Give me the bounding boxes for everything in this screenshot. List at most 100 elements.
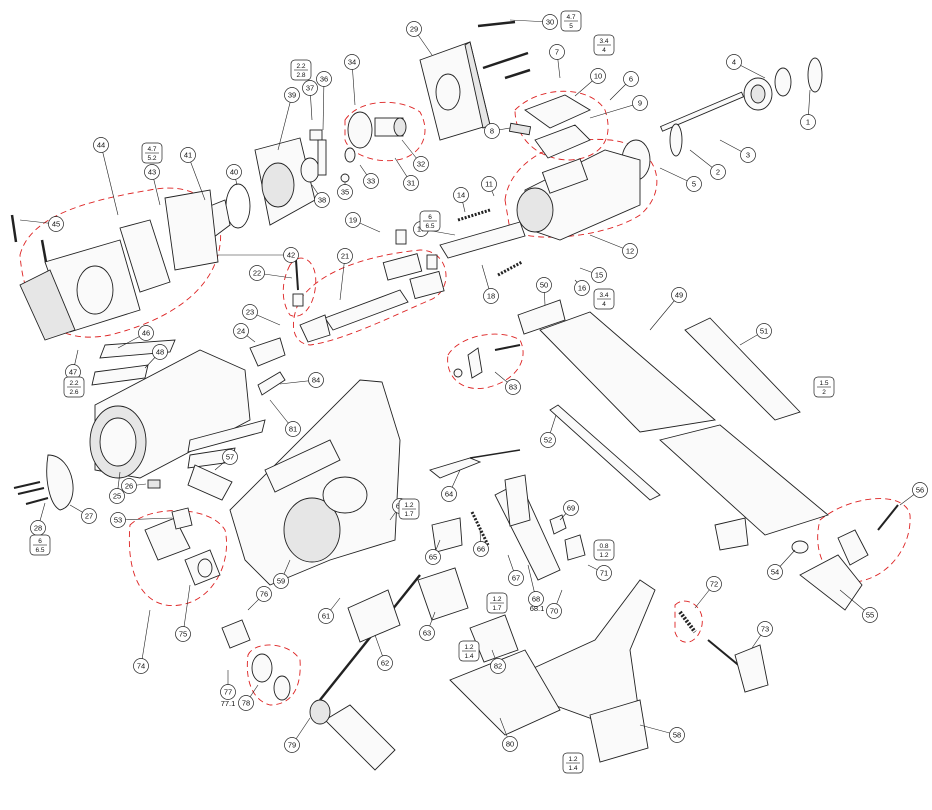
callout-circle xyxy=(726,54,742,70)
part-pin-45b xyxy=(40,239,48,263)
callout-number: 49 xyxy=(675,291,683,300)
callout-leader xyxy=(182,584,191,635)
callout-circle xyxy=(403,175,419,191)
parts xyxy=(10,20,899,771)
callout-number: 56 xyxy=(916,486,924,495)
torque-top: 1.2 xyxy=(492,596,501,603)
part-piston-assembly xyxy=(621,57,823,181)
callout-circle xyxy=(344,54,360,70)
callout-circle xyxy=(574,280,590,296)
group-cylinder-cap xyxy=(514,90,609,161)
callout-circle xyxy=(740,147,756,163)
callout-leader xyxy=(187,154,206,201)
torque-bottom: 2 xyxy=(822,389,826,396)
callout-69: 69 xyxy=(559,500,579,521)
callout-circle xyxy=(591,267,607,283)
callout-number: 14 xyxy=(457,191,465,200)
part-lever-84 xyxy=(257,371,286,396)
callout-circle xyxy=(413,156,429,172)
callout-number: 12 xyxy=(626,247,634,256)
callout-circle xyxy=(249,265,265,281)
callout-21: 21 xyxy=(337,248,353,301)
callout-37: 37 xyxy=(302,80,318,121)
callout-number: 24 xyxy=(237,327,245,336)
callout-circle xyxy=(81,508,97,524)
part-bushing-54 xyxy=(791,540,809,554)
callout-number: 63 xyxy=(423,629,431,638)
part-cylinder-body xyxy=(508,94,641,241)
callout-number: 74 xyxy=(137,662,145,671)
callout-number: 50 xyxy=(540,281,548,290)
part-gasket-48 xyxy=(91,364,149,386)
torque-top: 4.7 xyxy=(566,14,575,21)
torque-bottom: 5 xyxy=(569,23,573,30)
callout-circle xyxy=(152,344,168,360)
group-valve xyxy=(344,101,426,162)
callout-circle xyxy=(563,500,579,516)
callout-circle xyxy=(536,277,552,293)
callout-number: 42 xyxy=(287,251,295,260)
callout-45: 45 xyxy=(19,216,64,232)
part-rail-52 xyxy=(549,404,661,501)
torque-spec-t30: 4.75 xyxy=(560,10,582,32)
callout-circle xyxy=(505,379,521,395)
callout-number: 11 xyxy=(485,180,493,189)
callout-circle xyxy=(671,287,687,303)
callout-4: 4 xyxy=(726,54,766,79)
torque-bottom: 1.4 xyxy=(568,765,577,772)
part-handle-58 xyxy=(524,579,656,746)
callout-56: 56 xyxy=(899,482,928,506)
callout-circle xyxy=(256,586,272,602)
callout-19: 19 xyxy=(345,212,381,233)
callout-number: 19 xyxy=(349,216,357,225)
callout-78: 78 xyxy=(238,684,259,711)
torque-spec-t60b: 1.21.7 xyxy=(486,592,508,614)
torque-top: 6 xyxy=(428,214,432,221)
callout-26: 26 xyxy=(121,478,147,494)
callout-circle xyxy=(590,68,606,84)
callout-29: 29 xyxy=(406,21,433,56)
callout-number: 7 xyxy=(555,48,559,57)
callout-51: 51 xyxy=(739,323,772,346)
callout-39: 39 xyxy=(277,87,300,151)
torque-bottom: 4 xyxy=(602,301,606,308)
callout-circle xyxy=(800,114,816,130)
callout-circle xyxy=(377,655,393,671)
torque-top: 2.2 xyxy=(296,63,305,70)
callout-23: 23 xyxy=(242,304,281,326)
callout-circle xyxy=(144,164,160,180)
callout-circle xyxy=(473,541,489,557)
callout-number: 44 xyxy=(97,141,105,150)
callout-leader xyxy=(100,144,119,216)
callout-circle xyxy=(453,187,469,203)
callout-71: 71 xyxy=(587,564,612,581)
callout-75: 75 xyxy=(175,584,191,642)
part-clip-26 xyxy=(147,479,161,489)
callout-circle xyxy=(686,176,702,192)
callout-12: 12 xyxy=(589,234,638,259)
callout-number: 27 xyxy=(85,512,93,521)
callout-number: 79 xyxy=(288,741,296,750)
callout-circle xyxy=(756,323,772,339)
callout-53: 53 xyxy=(110,512,173,528)
callout-number: 58 xyxy=(673,731,681,740)
callout-number: 4 xyxy=(732,58,736,67)
callout-6: 6 xyxy=(609,71,639,101)
callout-83: 83 xyxy=(494,371,521,395)
callout-number: 72 xyxy=(710,580,718,589)
group-motor-housing xyxy=(19,187,222,338)
callout-circle xyxy=(93,137,109,153)
callout-1: 1 xyxy=(800,89,816,130)
callout-number: 28 xyxy=(34,524,42,533)
callout-number: 38 xyxy=(318,196,326,205)
callout-28: 28 xyxy=(30,502,46,536)
callout-circle xyxy=(337,248,353,264)
callout-circle xyxy=(481,176,497,192)
callout-circle xyxy=(283,247,299,263)
part-linkage xyxy=(324,208,526,331)
callout-48: 48 xyxy=(144,344,168,369)
callout-circle xyxy=(425,549,441,565)
callout-circle xyxy=(273,573,289,589)
callout-circle xyxy=(318,608,334,624)
